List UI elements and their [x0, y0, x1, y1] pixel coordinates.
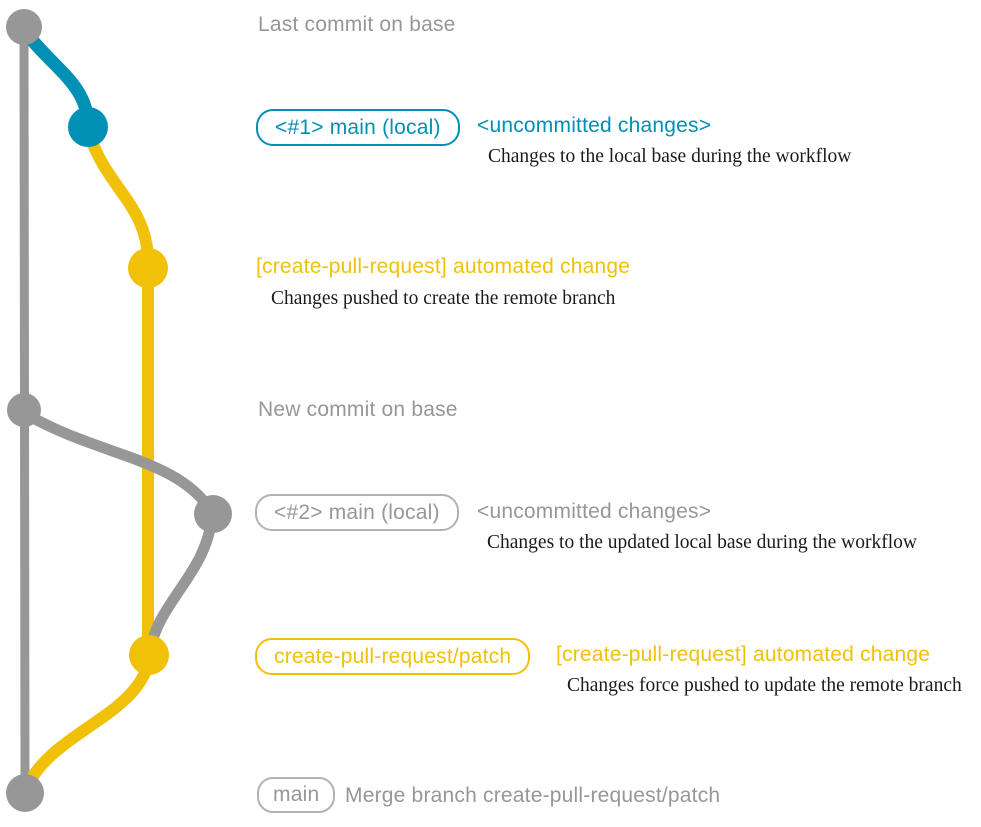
commit-message-uncommitted-2: <uncommitted changes>	[477, 500, 712, 523]
branch-label-main-local-1: <#1> main (local)	[256, 109, 460, 146]
commit-dot-uncommitted-1	[68, 107, 108, 147]
commit-dot-automated-2	[129, 635, 169, 675]
commit-description-automated-1: Changes pushed to create the remote bran…	[271, 288, 616, 309]
branch-label-create-pull-request-patch-text: create-pull-request/patch	[274, 644, 512, 668]
branch-line-patch-merge-into-base	[21, 654, 155, 793]
commit-dot-last-base	[6, 9, 42, 45]
branch-label-main-local-2-text: <#2> main (local)	[274, 500, 440, 524]
commit-message-merge: Merge branch create-pull-request/patch	[345, 784, 721, 807]
commit-dot-automated-1	[128, 248, 168, 288]
commit-description-automated-2: Changes force pushed to update the remot…	[567, 675, 962, 696]
branch-label-create-pull-request-patch: create-pull-request/patch	[255, 638, 531, 675]
branch-label-main-text: main	[273, 783, 320, 806]
commit-description-uncommitted-1: Changes to the local base during the wor…	[488, 146, 852, 167]
commit-dot-new-base	[7, 393, 41, 427]
commit-message-uncommitted-1: <uncommitted changes>	[477, 114, 712, 137]
branch-label-main-local-2: <#2> main (local)	[255, 494, 459, 531]
commit-message-automated-2: [create-pull-request] automated change	[556, 643, 931, 666]
commit-dot-uncommitted-2	[194, 495, 232, 533]
commit-message-last-base: Last commit on base	[258, 13, 456, 36]
branch-label-main: main	[257, 777, 336, 813]
branch-label-main-local-1-text: <#1> main (local)	[275, 115, 441, 139]
commit-message-automated-1: [create-pull-request] automated change	[256, 255, 631, 278]
branch-line-local-main-2-out	[20, 408, 217, 517]
branch-line-local-main-2-in	[144, 511, 218, 657]
commit-message-new-base: New commit on base	[258, 398, 458, 421]
commit-description-uncommitted-2: Changes to the updated local base during…	[487, 532, 917, 553]
branch-line-create-pull-request-patch	[83, 127, 154, 663]
commit-dot-merge	[6, 774, 44, 812]
